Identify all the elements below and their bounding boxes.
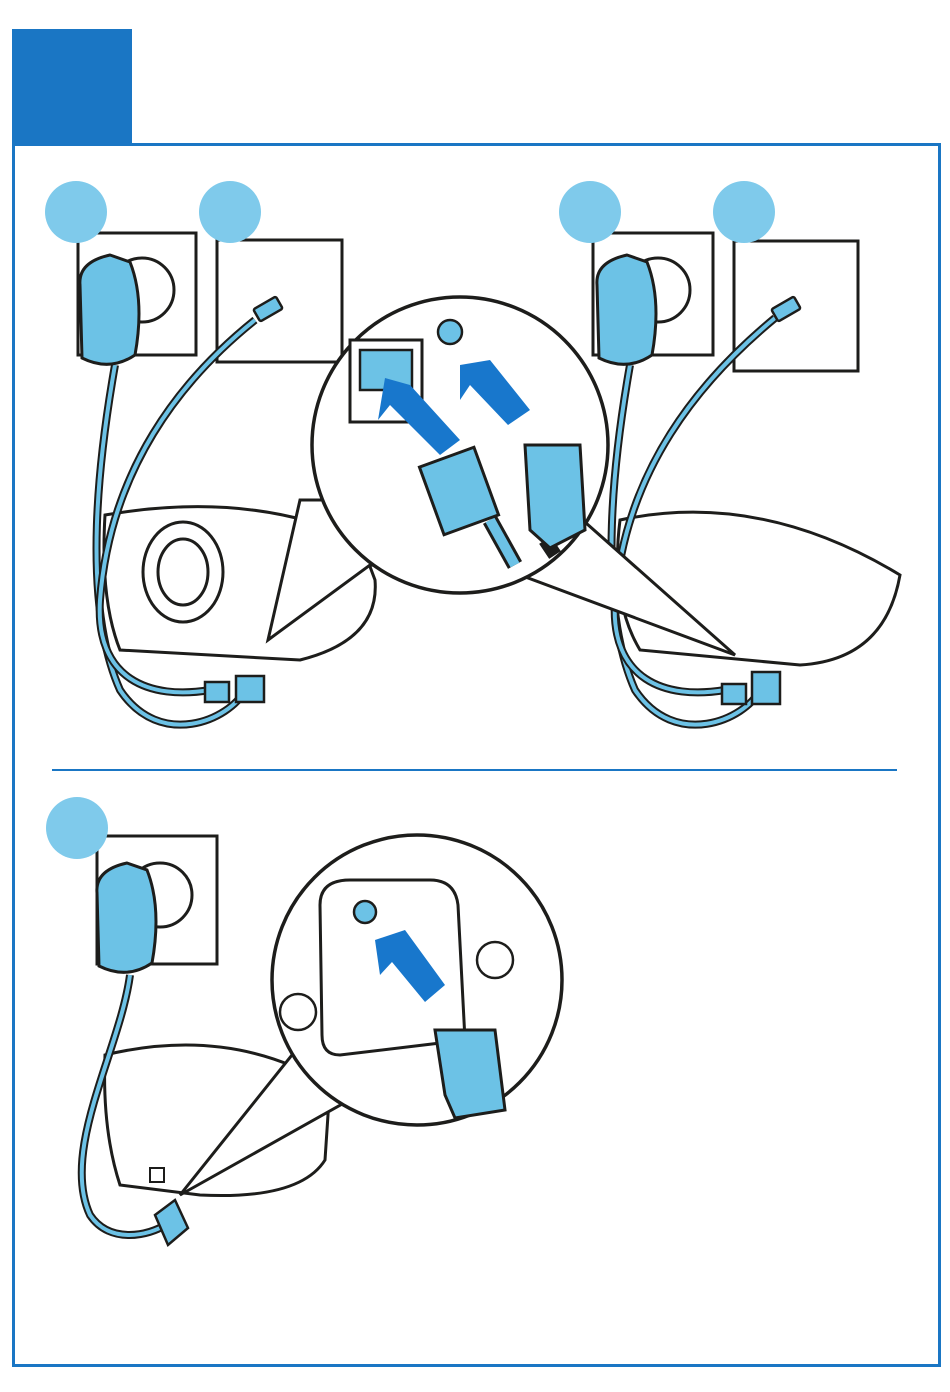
step-badge-icon	[559, 181, 621, 243]
step-badge-icon	[199, 181, 261, 243]
base-station-side	[559, 181, 900, 725]
step-badge-icon	[713, 181, 775, 243]
power-adapter-icon	[97, 863, 156, 972]
power-plug-icon	[525, 445, 585, 548]
power-adapter-icon	[597, 255, 656, 364]
power-adapter-icon	[80, 255, 139, 364]
charger-step	[46, 797, 562, 1245]
step-badge-icon	[45, 181, 107, 243]
step-badge-icon	[46, 797, 108, 859]
